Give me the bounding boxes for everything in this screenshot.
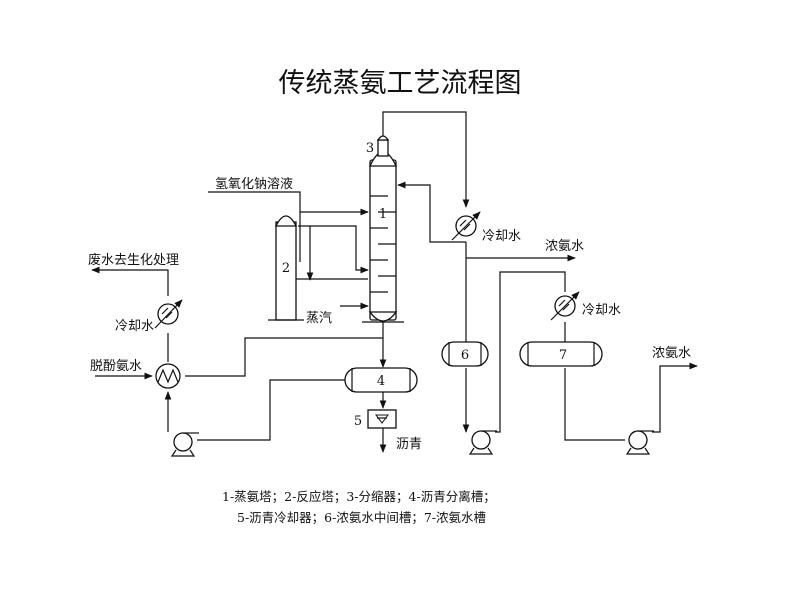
heat-exchanger xyxy=(155,363,181,389)
strong-ammonia-tank: 7 xyxy=(519,341,603,367)
label-strong-ammonia-right: 浓氨水 xyxy=(652,346,691,361)
label-waste-water: 废水去生化处理 xyxy=(88,252,179,268)
label-cooling-water-left: 冷却水 xyxy=(115,319,154,334)
partial-condenser: 3 xyxy=(366,135,390,157)
label-equipment-4: 4 xyxy=(377,374,385,389)
label-equipment-2: 2 xyxy=(282,261,290,276)
label-equipment-6: 6 xyxy=(461,348,469,363)
label-equipment-5: 5 xyxy=(354,414,362,429)
reaction-tower: 2 xyxy=(268,215,304,321)
diagram-title: 传统蒸氨工艺流程图 xyxy=(279,68,522,99)
cooler-right xyxy=(550,291,580,321)
pump-middle xyxy=(468,430,497,455)
legend-line-1: 1-蒸氨塔；2-反应塔；3-分缩器；4-沥青分离槽； xyxy=(222,489,496,504)
pump-right xyxy=(625,430,654,455)
label-equipment-1: 1 xyxy=(379,207,387,222)
label-equipment-3: 3 xyxy=(366,141,374,156)
legend-line-2: 5-沥青冷却器；6-浓氨水中间槽；7-浓氨水槽 xyxy=(237,510,486,525)
label-dephenolized-ammonia-water: 脱酚氨水 xyxy=(90,359,142,374)
label-cooling-water-middle: 冷却水 xyxy=(482,229,521,244)
label-steam: 蒸汽 xyxy=(306,311,332,326)
cooler-left xyxy=(154,299,183,329)
label-cooling-water-right: 冷却水 xyxy=(582,303,621,318)
strong-ammonia-intermediate-tank: 6 xyxy=(441,341,489,367)
label-strong-ammonia-top: 浓氨水 xyxy=(545,239,584,254)
cooler-middle xyxy=(451,211,481,241)
ammonia-stripping-column: 1 xyxy=(362,151,404,323)
label-naoh-solution: 氢氧化钠溶液 xyxy=(215,177,293,192)
pump-left xyxy=(170,432,199,457)
label-asphalt: 沥青 xyxy=(396,437,422,452)
label-equipment-7: 7 xyxy=(559,348,567,363)
asphalt-separation-tank: 4 xyxy=(344,367,418,393)
asphalt-cooler: 5 xyxy=(354,409,397,429)
pipelines xyxy=(91,111,698,453)
